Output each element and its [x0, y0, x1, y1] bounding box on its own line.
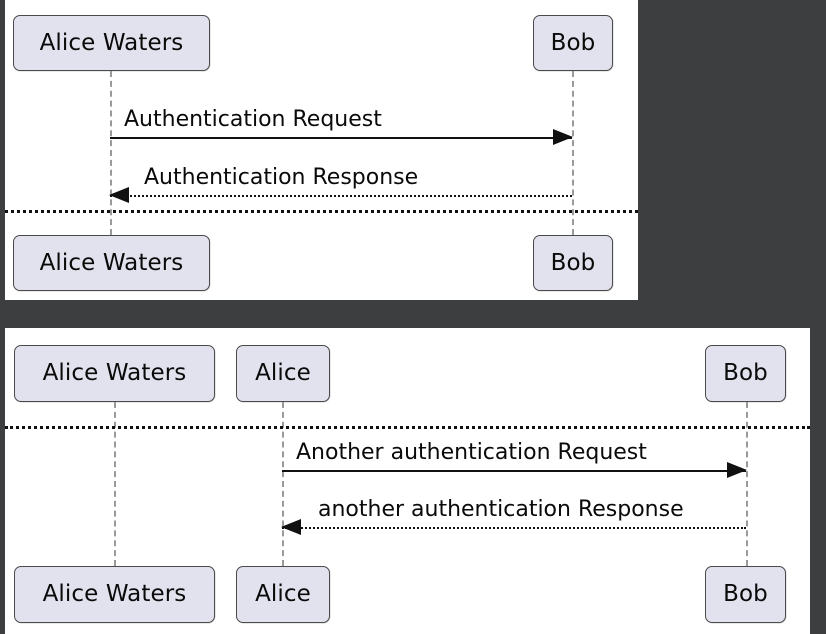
- arrowhead-left-icon: [281, 519, 301, 535]
- participant-foot-bob[interactable]: Bob: [533, 235, 613, 291]
- participant-label: Bob: [550, 249, 596, 276]
- participant-head-bob[interactable]: Bob: [533, 15, 613, 71]
- lifeline-alice-waters: [110, 71, 112, 235]
- message-label: Authentication Request: [124, 106, 382, 132]
- participant-label: Alice: [255, 360, 311, 386]
- participant-label: Alice Waters: [42, 360, 187, 386]
- lifeline-alice-waters: [114, 402, 116, 566]
- arrowhead-left-icon: [109, 187, 129, 203]
- participant-label: Alice Waters: [42, 581, 187, 607]
- participant-label: Alice Waters: [39, 249, 184, 276]
- sequence-diagram-2-canvas: Alice Waters Alice Bob Another authentic…: [5, 328, 810, 634]
- participant-foot-alice-waters[interactable]: Alice Waters: [13, 235, 210, 291]
- message-label: another authentication Response: [318, 496, 684, 522]
- lifeline-bob: [572, 71, 574, 235]
- message-line: [282, 527, 746, 529]
- participant-foot-alice-waters[interactable]: Alice Waters: [14, 566, 215, 623]
- message-line: [282, 470, 746, 472]
- lifeline-alice: [282, 402, 284, 566]
- participant-foot-bob[interactable]: Bob: [705, 566, 786, 623]
- participant-label: Alice Waters: [39, 29, 184, 56]
- participant-foot-alice[interactable]: Alice: [236, 566, 330, 623]
- frame-separator: [5, 210, 638, 213]
- arrowhead-right-icon: [727, 462, 747, 478]
- sequence-diagram-1-canvas: Alice Waters Bob Authentication Request …: [5, 0, 638, 300]
- message-line: [110, 195, 572, 197]
- participant-head-alice-waters[interactable]: Alice Waters: [14, 345, 215, 402]
- message-label: Authentication Response: [144, 164, 419, 190]
- frame-separator: [5, 426, 810, 429]
- participant-label: Alice: [255, 581, 311, 607]
- message-label: Another authentication Request: [296, 439, 647, 465]
- participant-head-alice[interactable]: Alice: [236, 345, 330, 402]
- participant-label: Bob: [723, 360, 768, 386]
- lifeline-bob: [746, 402, 748, 566]
- arrowhead-right-icon: [553, 129, 573, 145]
- participant-head-alice-waters[interactable]: Alice Waters: [13, 15, 210, 71]
- participant-head-bob[interactable]: Bob: [705, 345, 786, 402]
- participant-label: Bob: [723, 581, 768, 607]
- message-line: [110, 137, 572, 139]
- participant-label: Bob: [550, 29, 596, 56]
